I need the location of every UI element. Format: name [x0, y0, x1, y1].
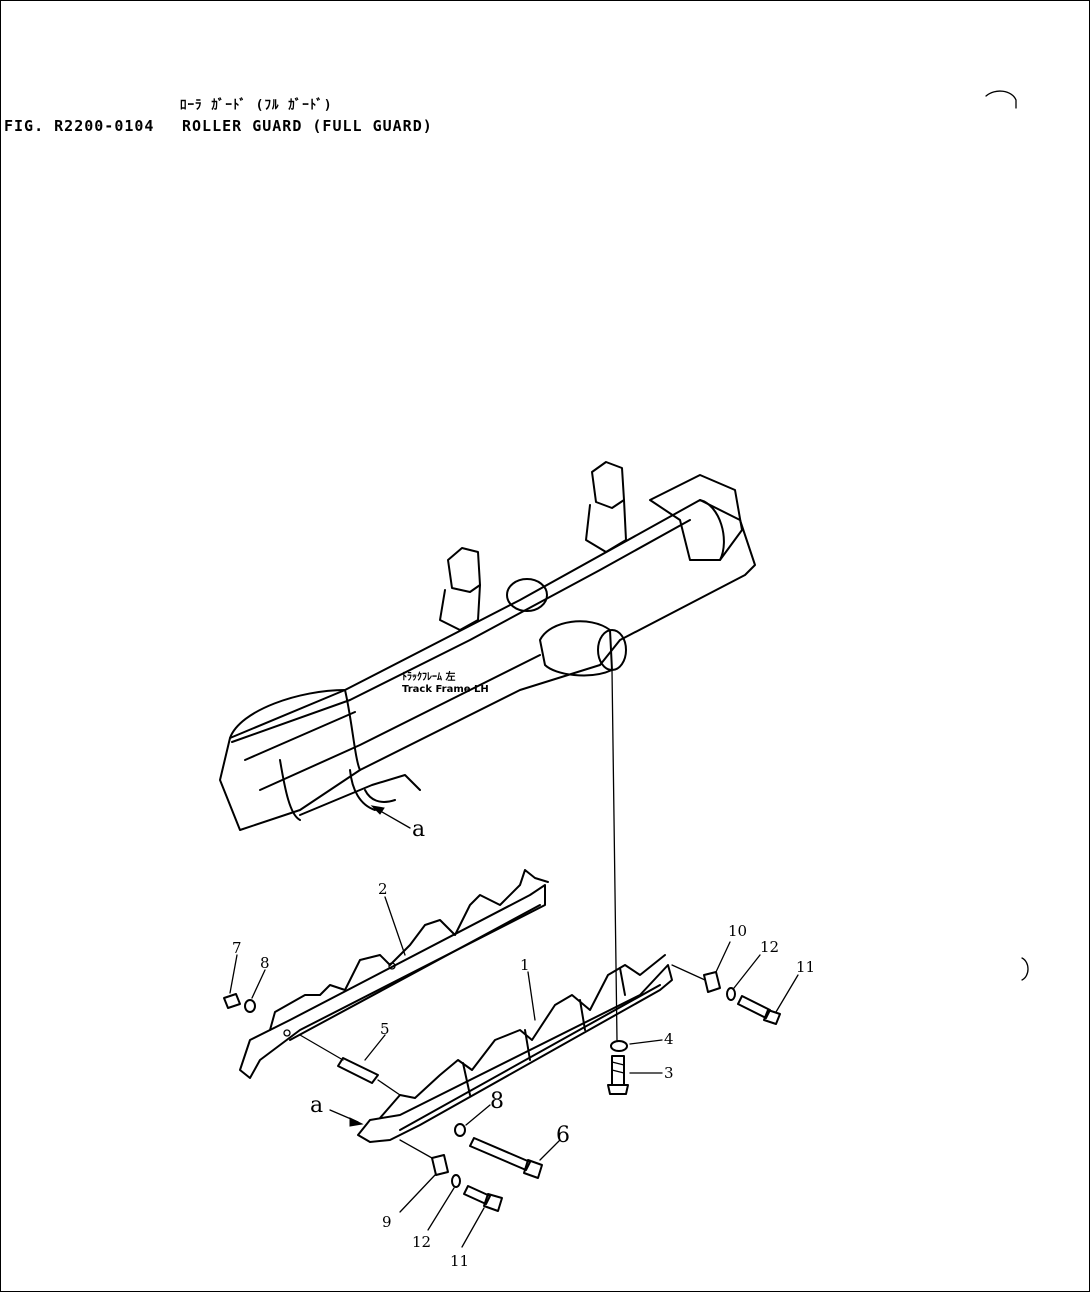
part-3-bolt — [607, 1055, 663, 1095]
part-8-washer-left — [244, 969, 266, 1013]
part-6-bolt — [469, 1137, 561, 1179]
callout-2: 2 — [378, 880, 388, 898]
part-4-washer — [610, 1039, 663, 1052]
callout-11-lower: 11 — [450, 1252, 469, 1270]
title-japanese: ﾛｰﾗ ｶﾞｰﾄﾞ (ﾌﾙ ｶﾞｰﾄﾞ) — [180, 98, 333, 113]
frame-label-en: Track Frame LH — [402, 684, 489, 695]
part-7-nut — [223, 954, 241, 1009]
corner-mark — [985, 90, 1017, 109]
assembly-center-line — [611, 669, 618, 1041]
frame-label-ja: ﾄﾗｯｸﾌﾚｰﾑ 左 — [402, 670, 455, 683]
title-english: ROLLER GUARD (FULL GUARD) — [182, 117, 433, 135]
callout-12-lower: 12 — [412, 1233, 431, 1251]
right-assembly-line — [671, 964, 706, 981]
callout-11-right: 11 — [796, 958, 815, 976]
callout-6: 6 — [556, 1123, 570, 1148]
part-8-washer-lower — [454, 1104, 491, 1137]
track-frame: ﾄﾗｯｸﾌﾚｰﾑ 左 Track Frame LH — [219, 461, 756, 831]
part-12-washer-lower — [427, 1174, 461, 1231]
part-11-bolt-lower — [461, 1185, 503, 1248]
guard-plate-1 — [357, 954, 673, 1143]
callout-8-lower: 8 — [490, 1089, 504, 1114]
callout-1: 1 — [520, 956, 530, 974]
callout-7: 7 — [232, 939, 242, 957]
part-9-nut — [399, 1139, 449, 1213]
callout-5: 5 — [380, 1020, 390, 1038]
leader-part-2 — [384, 896, 406, 956]
guard-plate-2 — [239, 869, 549, 1079]
ref-a-label-upper: a — [412, 817, 425, 842]
figure-number: FIG. R2200-0104 — [4, 117, 155, 135]
part-10-nut — [703, 941, 731, 993]
leader-part-5 — [364, 1034, 386, 1061]
part-11-bolt-right — [737, 974, 799, 1025]
part-12-washer-right — [726, 954, 761, 1001]
callout-4: 4 — [664, 1030, 674, 1048]
part-5-spacer — [299, 1034, 401, 1096]
ref-a-label-lower: a — [310, 1093, 323, 1118]
callout-8-left: 8 — [260, 954, 270, 972]
callout-10: 10 — [728, 922, 747, 940]
ref-a-arrow-upper — [370, 805, 385, 815]
leader-part-1 — [527, 971, 536, 1021]
edge-mark — [1021, 957, 1029, 981]
callout-12-right: 12 — [760, 938, 779, 956]
callout-3: 3 — [664, 1064, 674, 1082]
ref-a-arrow-lower — [349, 1117, 364, 1127]
callout-9: 9 — [382, 1213, 392, 1231]
